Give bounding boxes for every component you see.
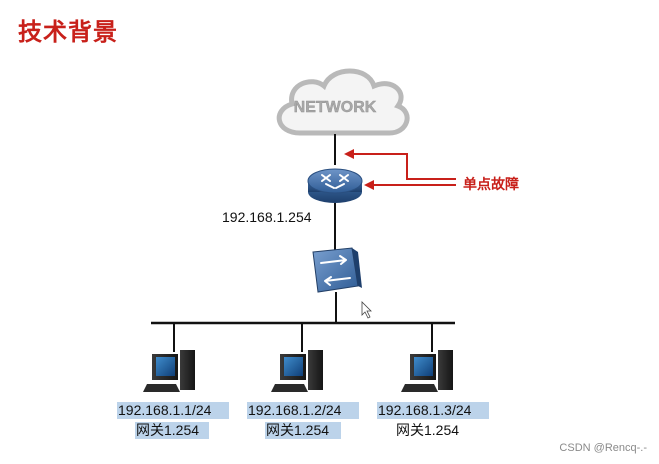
callout-arrowhead-upper (344, 149, 354, 159)
host-1-ip: 192.168.1.1/24 (118, 402, 212, 418)
mouse-cursor-icon (361, 301, 372, 319)
host-3-pc-icon (401, 350, 453, 392)
callout-arrowhead-lower (364, 180, 374, 190)
callout-label: 单点故障 (463, 176, 519, 192)
host-2-gateway-highlight (265, 422, 341, 439)
host-2-ip-highlight (247, 402, 359, 419)
failure-callout: 单点故障 (344, 149, 519, 192)
page-title: 技术背景 (18, 18, 118, 46)
cloud-label: NETWORK (294, 99, 377, 116)
host-3-gateway: 网关1.254 (396, 422, 459, 438)
router-ip: 192.168.1.254 (222, 209, 312, 225)
host-1-labels: 192.168.1.1/24 网关1.254 (117, 402, 229, 439)
host-2-labels: 192.168.1.2/24 网关1.254 (247, 402, 359, 439)
watermark: CSDN @Rencq-.- (559, 442, 647, 454)
host-1-gateway: 网关1.254 (136, 422, 199, 438)
host-2-gateway: 网关1.254 (266, 422, 329, 438)
host-1-gateway-highlight (135, 422, 209, 439)
host-2-pc-icon (271, 350, 323, 392)
network-cloud: NETWORK (276, 68, 410, 136)
host-3-ip-highlight (377, 402, 489, 419)
host-1-pc-icon (143, 350, 195, 392)
router-icon (307, 168, 363, 203)
host-1-ip-highlight (117, 402, 229, 419)
host-2-ip: 192.168.1.2/24 (248, 402, 342, 418)
switch-icon (312, 247, 362, 293)
host-3-ip: 192.168.1.3/24 (378, 402, 472, 418)
callout-arrow-upper (352, 153, 456, 180)
host-3-labels: 192.168.1.3/24 网关1.254 (377, 402, 489, 438)
